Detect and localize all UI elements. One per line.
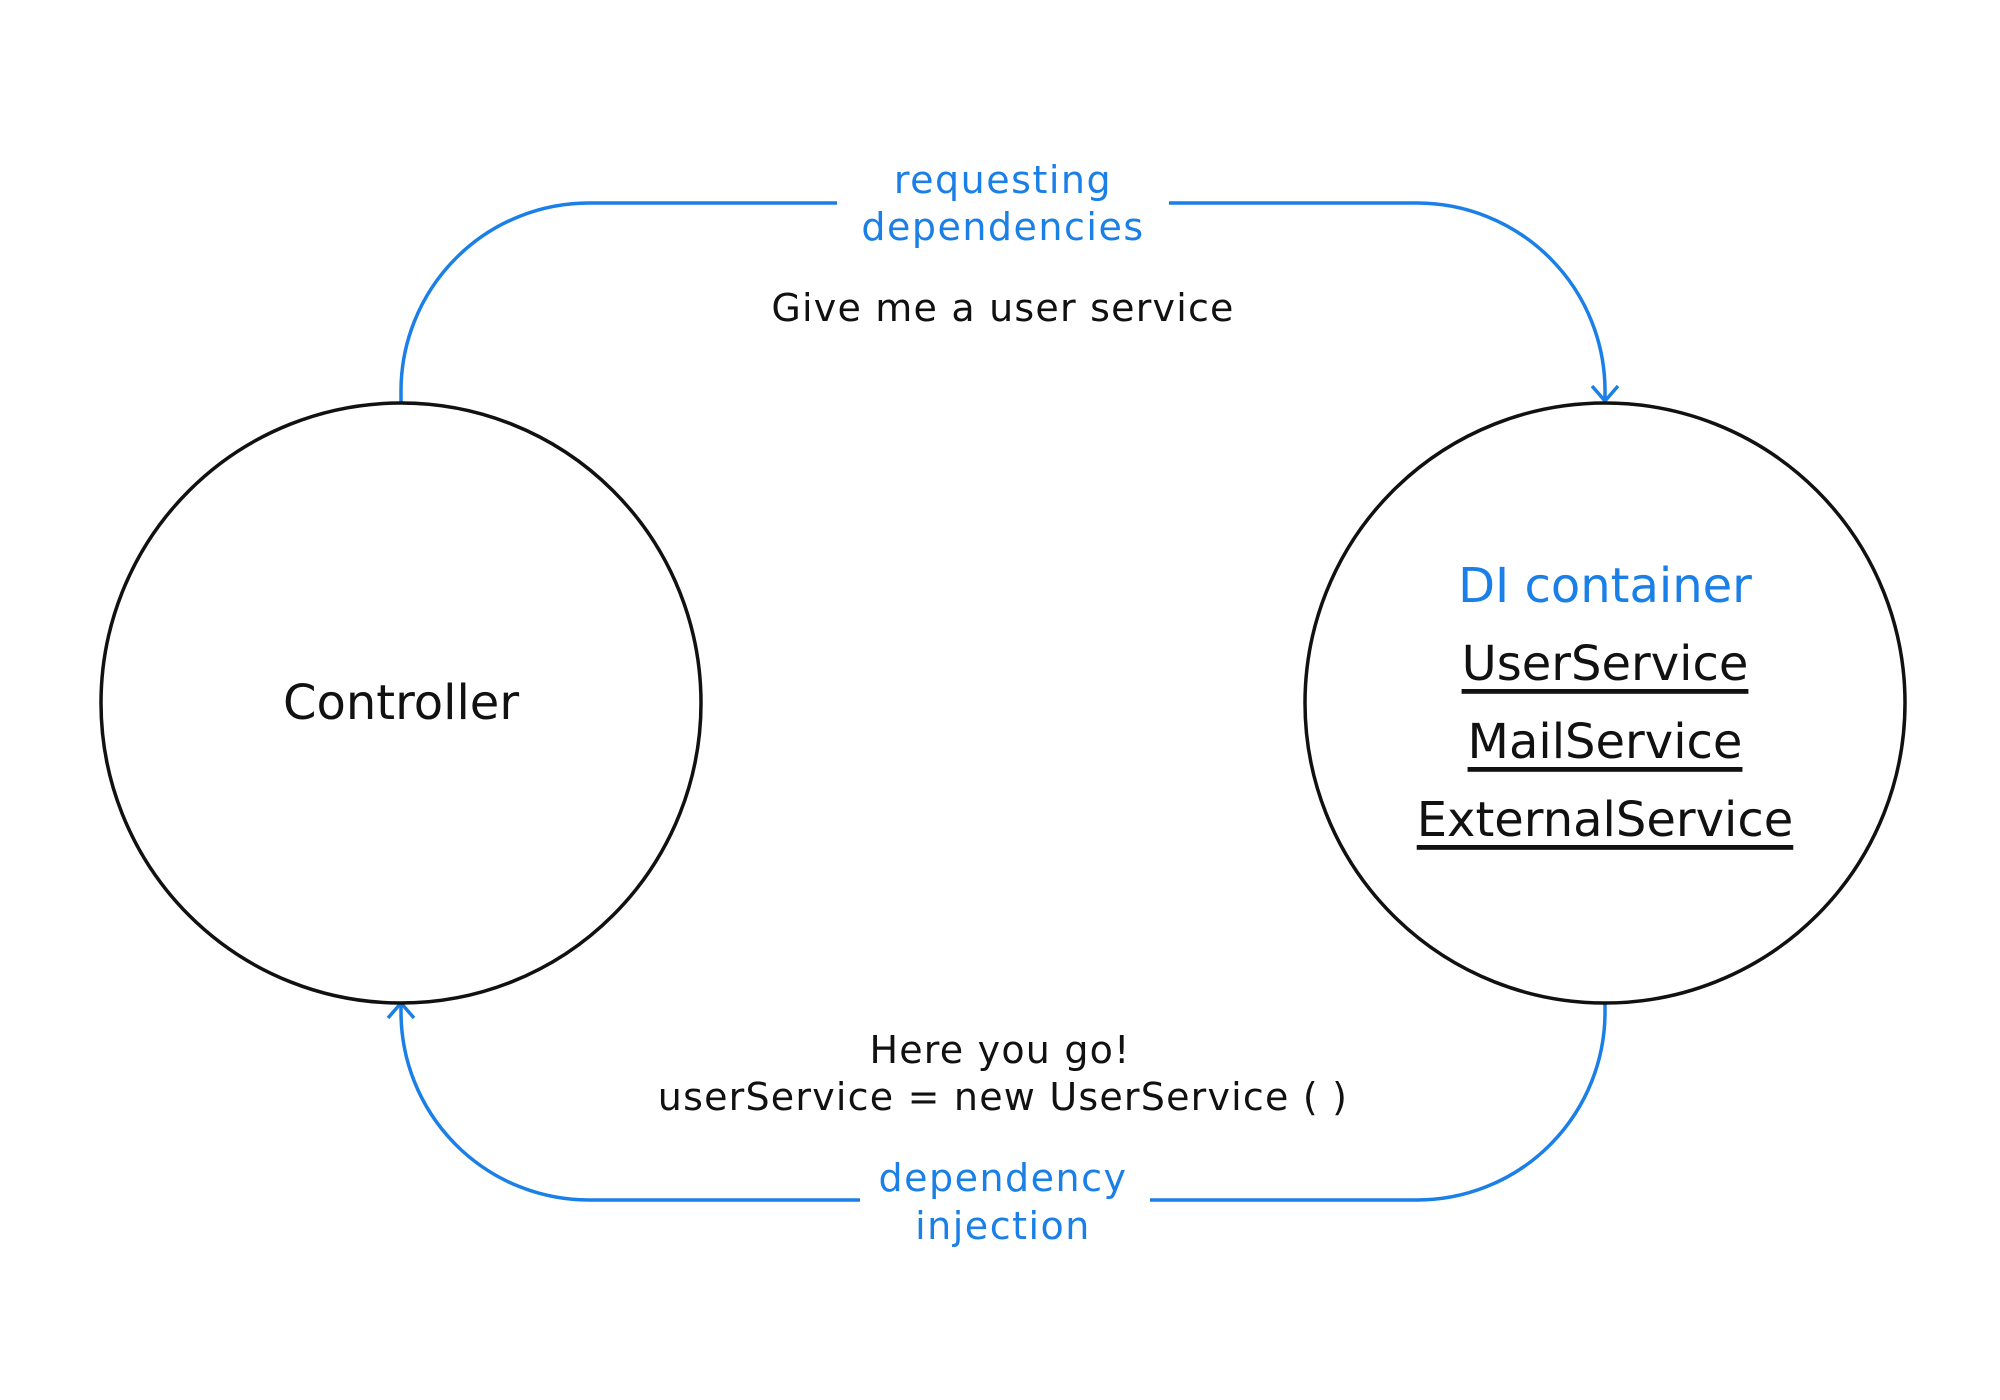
response-message-line1: Here you go! <box>869 1028 1130 1072</box>
request-message: Give me a user service <box>771 286 1234 330</box>
service-item-user: UserService <box>1462 636 1749 692</box>
arrowhead-down-icon <box>1590 384 1620 404</box>
service-item-mail: MailService <box>1468 714 1743 770</box>
response-message-line2: userService = new UserService ( ) <box>658 1075 1348 1119</box>
controller-label: Controller <box>283 675 519 731</box>
dependency-injection-arrow <box>399 1003 1607 1202</box>
service-item-external: ExternalService <box>1417 792 1794 848</box>
controller-node <box>99 401 703 1005</box>
requesting-label-line1: requesting <box>894 158 1112 202</box>
injection-label-line2: injection <box>915 1204 1091 1248</box>
injection-label-line1: dependency <box>878 1156 1127 1200</box>
di-container-title: DI container <box>1458 558 1752 614</box>
requesting-dependencies-arrow <box>399 201 1607 403</box>
di-container-node <box>1303 401 1907 1005</box>
requesting-label-line2: dependencies <box>861 205 1144 249</box>
